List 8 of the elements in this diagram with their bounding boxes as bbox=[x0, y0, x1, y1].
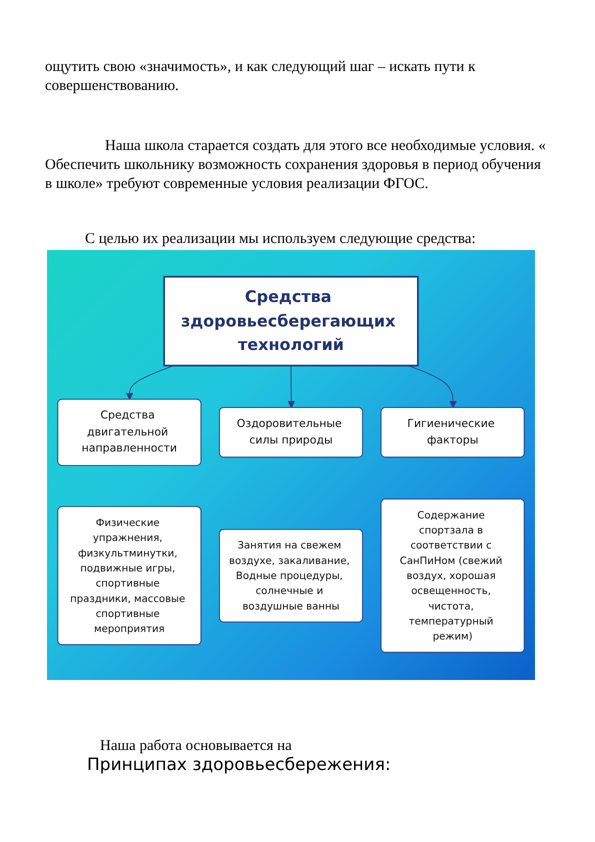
paragraph: С целью их реализации мы используем следующие средства: bbox=[84, 230, 477, 249]
paragraph: Наша школа старается создать для этого все необходимые условия. « Обеспечить школьнику возможность сохранения здоровья в период обучения в школе» требуют современные условия реализации ФГОС. bbox=[45, 137, 547, 194]
diagram-background: Средства здоровьесберегающих технологий Средства двигательной направленности Оздоровительные силы природы Гигиенические факторы Физические упражнения, физкультминутки, подвижные игры, спортивные праздники, массовые спортивные мероприятия Занятия на свежем воздухе, закаливание, Водные процедуры, солнечные и воздушные ванны Содержание спортзала в соответствии с СанПиНом (свежий воздух, хорошая освещенность, чистота, температурный режим) bbox=[47, 250, 535, 680]
node-box bbox=[163, 276, 419, 367]
paragraph: ощутить свою «значимость», и как следующий шаг – искать пути к совершенствованию. bbox=[45, 58, 476, 96]
paragraph: Наша работа основывается на bbox=[99, 737, 293, 756]
arrow bbox=[288, 366, 296, 409]
heading: Принципах здоровьесбережения: bbox=[87, 756, 392, 775]
